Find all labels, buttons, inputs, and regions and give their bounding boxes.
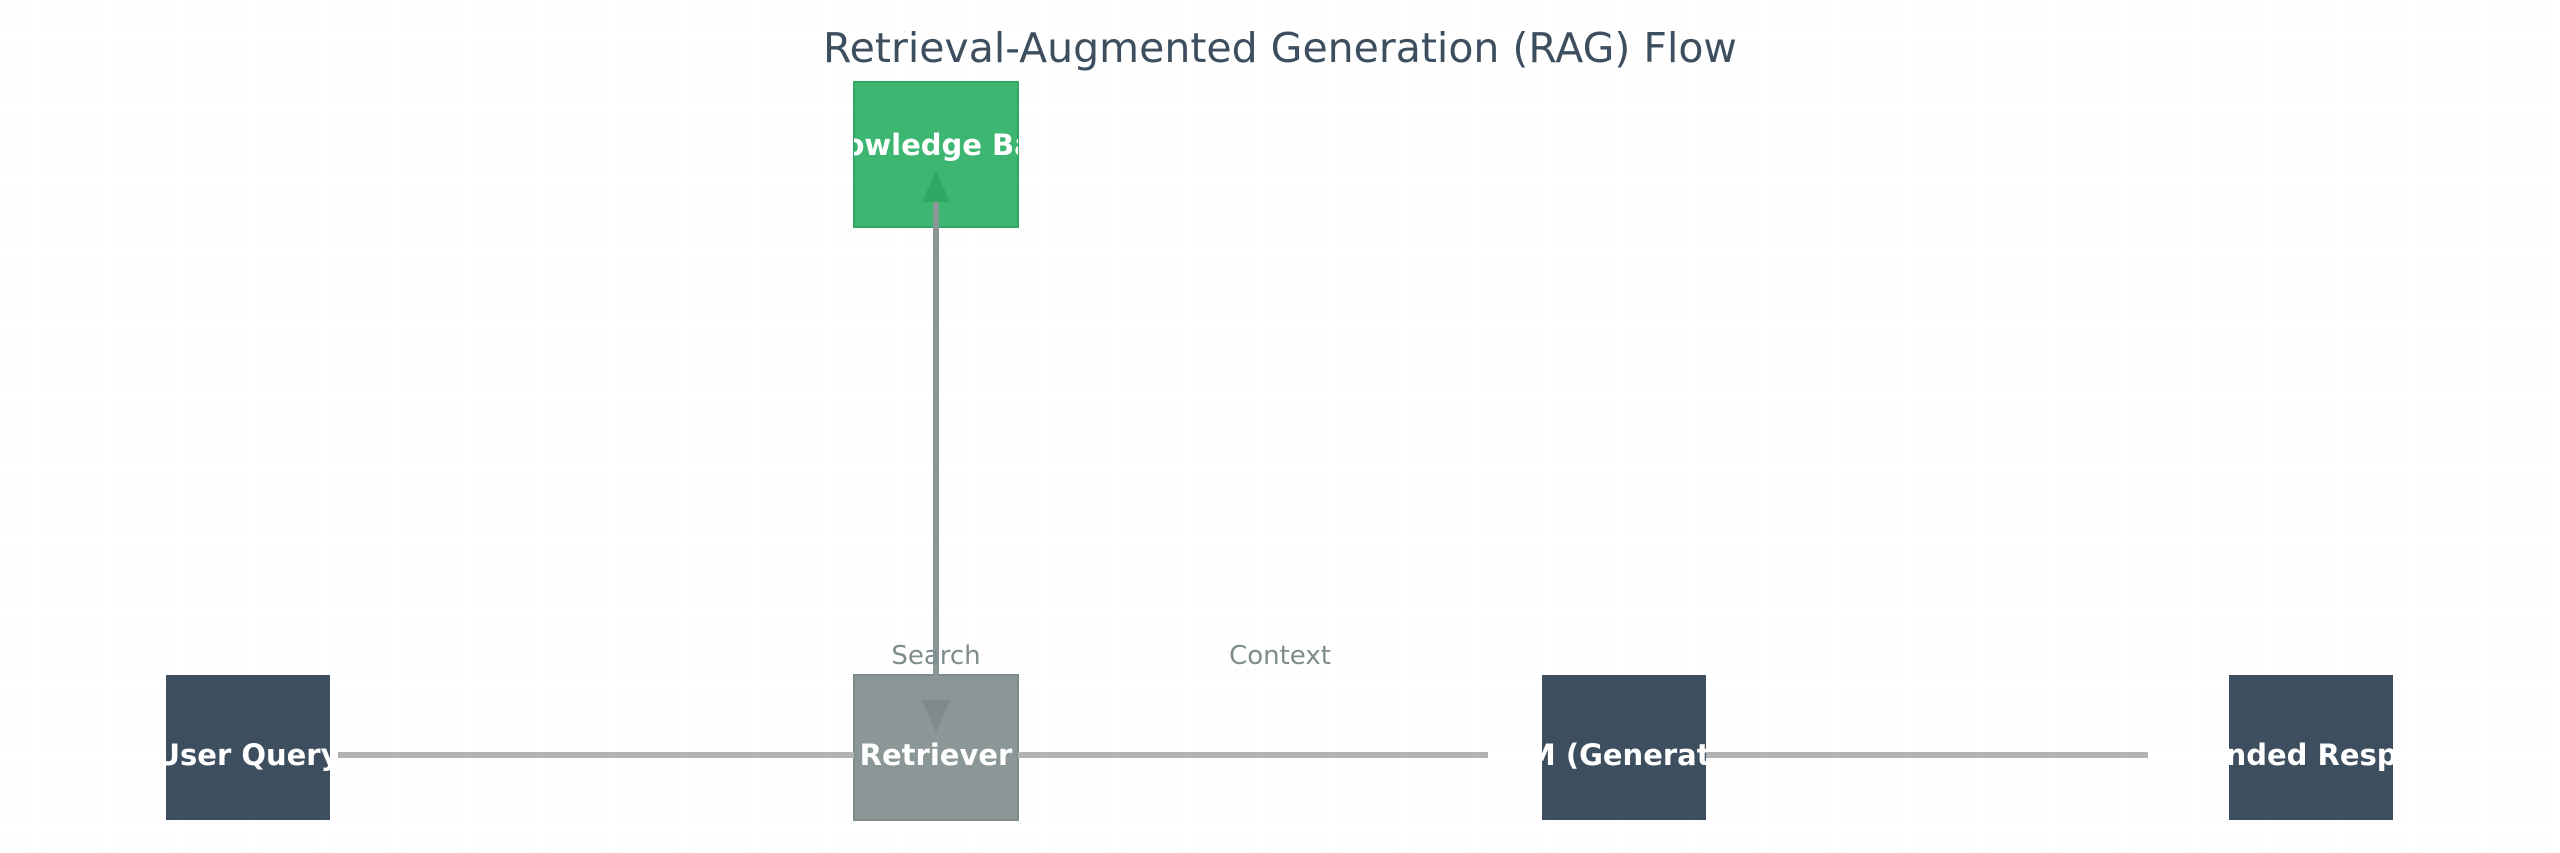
user-query-node[interactable] [166, 675, 330, 820]
grounded-response-node[interactable] [2229, 675, 2393, 820]
user-query-label: User Query [156, 738, 339, 772]
arrow-down-icon [922, 700, 950, 732]
arrow-up-icon [922, 170, 950, 202]
llm-generator-node[interactable] [1542, 675, 1706, 820]
grounded-response-label: Grounded Response [2147, 738, 2475, 772]
search-edge-label: Search [891, 641, 980, 671]
context-edge-label: Context [1229, 641, 1331, 671]
knowledge-base-label: Knowledge Base [801, 128, 1070, 162]
retriever-label: Retriever [860, 738, 1013, 772]
llm-generator-label: LLM (Generator) [1490, 738, 1758, 772]
diagram-title: Retrieval-Augmented Generation (RAG) Flo… [823, 24, 1737, 72]
